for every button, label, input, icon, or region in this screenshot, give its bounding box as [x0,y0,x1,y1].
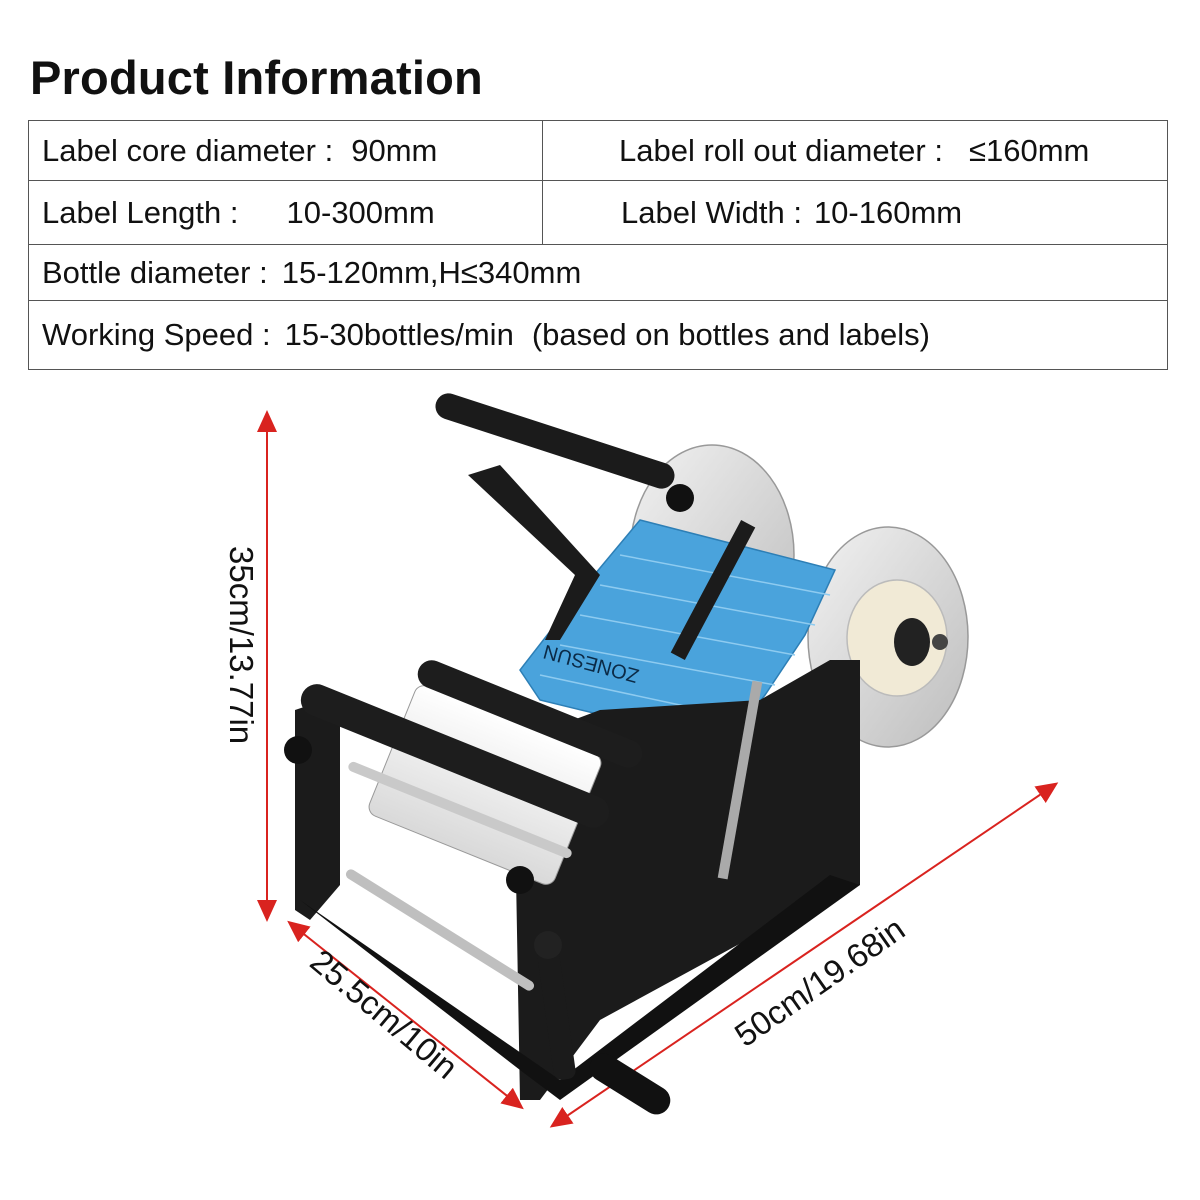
spec-cell-rollout: Label roll out diameter : ≤160mm [542,121,1169,180]
bottle-diameter-value: 15-120mm,H≤340mm [281,254,582,290]
support-arm [468,465,600,640]
height-dimension-label: 35cm/13.77in [223,546,260,744]
spec-table: Label core diameter : 90mm Label roll ou… [28,120,1168,370]
length-arrow [549,782,1059,1128]
reel-knob [932,634,948,650]
working-speed-value: 15-30bottles/min [284,317,514,352]
top-roller-bar [435,393,675,489]
spec-cell-length: Label Length : 10-300mm [42,181,435,244]
spec-row-3: Bottle diameter : 15-120mm,H≤340mm [29,245,1167,301]
tension-link [670,520,756,660]
crank-grip [589,1053,671,1115]
spec-cell-core: Label core diameter : 90mm [42,121,437,180]
spec-row-4: Working Speed : 15-30bottles/min (based … [29,301,1167,369]
crank-hub [534,931,562,959]
bottom-rod [345,869,535,991]
side-plate-right [515,660,860,1100]
reel-core [894,618,930,666]
spec-cell-speed: Working Speed : 15-30bottles/min (based … [42,301,930,369]
spec-cell-bottle: Bottle diameter : 15-120mm,H≤340mm [42,245,581,300]
label-length-label: Label Length : [42,194,239,230]
labeling-machine: ZONESUN [284,393,969,1115]
depth-arrow [287,920,524,1110]
tension-spring [717,680,763,880]
working-speed-label: Working Speed : [42,317,271,352]
machine-figure: 35cm/13.77in 25.5cm/10in 50cm/19.68in ZO… [223,393,1059,1128]
page-title: Product Information [30,51,483,104]
base-plate [300,875,860,1100]
left-knob [284,736,312,764]
core-diameter-label: Label core diameter : [42,132,334,168]
spec-row-1: Label core diameter : 90mm Label roll ou… [29,121,1167,181]
working-speed-note: (based on bottles and labels) [531,317,930,352]
rear-roller [417,660,643,768]
lower-knob [506,866,534,894]
top-knob [666,484,694,512]
middle-rod [348,761,572,859]
spec-cell-width: Label Width : 10-160mm [542,181,1169,244]
rollout-diameter-value: ≤160mm [968,132,1090,168]
core-diameter-value: 90mm [351,132,438,168]
rollout-diameter-label: Label roll out diameter : [619,132,943,168]
bottle-diameter-label: Bottle diameter : [42,254,268,290]
spec-row-2: Label Length : 10-300mm Label Width : 10… [29,181,1167,245]
label-length-value: 10-300mm [286,194,435,230]
front-roller [300,684,610,828]
label-width-label: Label Width : [621,194,802,230]
crank-arm [536,940,576,1080]
label-width-value: 10-160mm [813,194,963,230]
